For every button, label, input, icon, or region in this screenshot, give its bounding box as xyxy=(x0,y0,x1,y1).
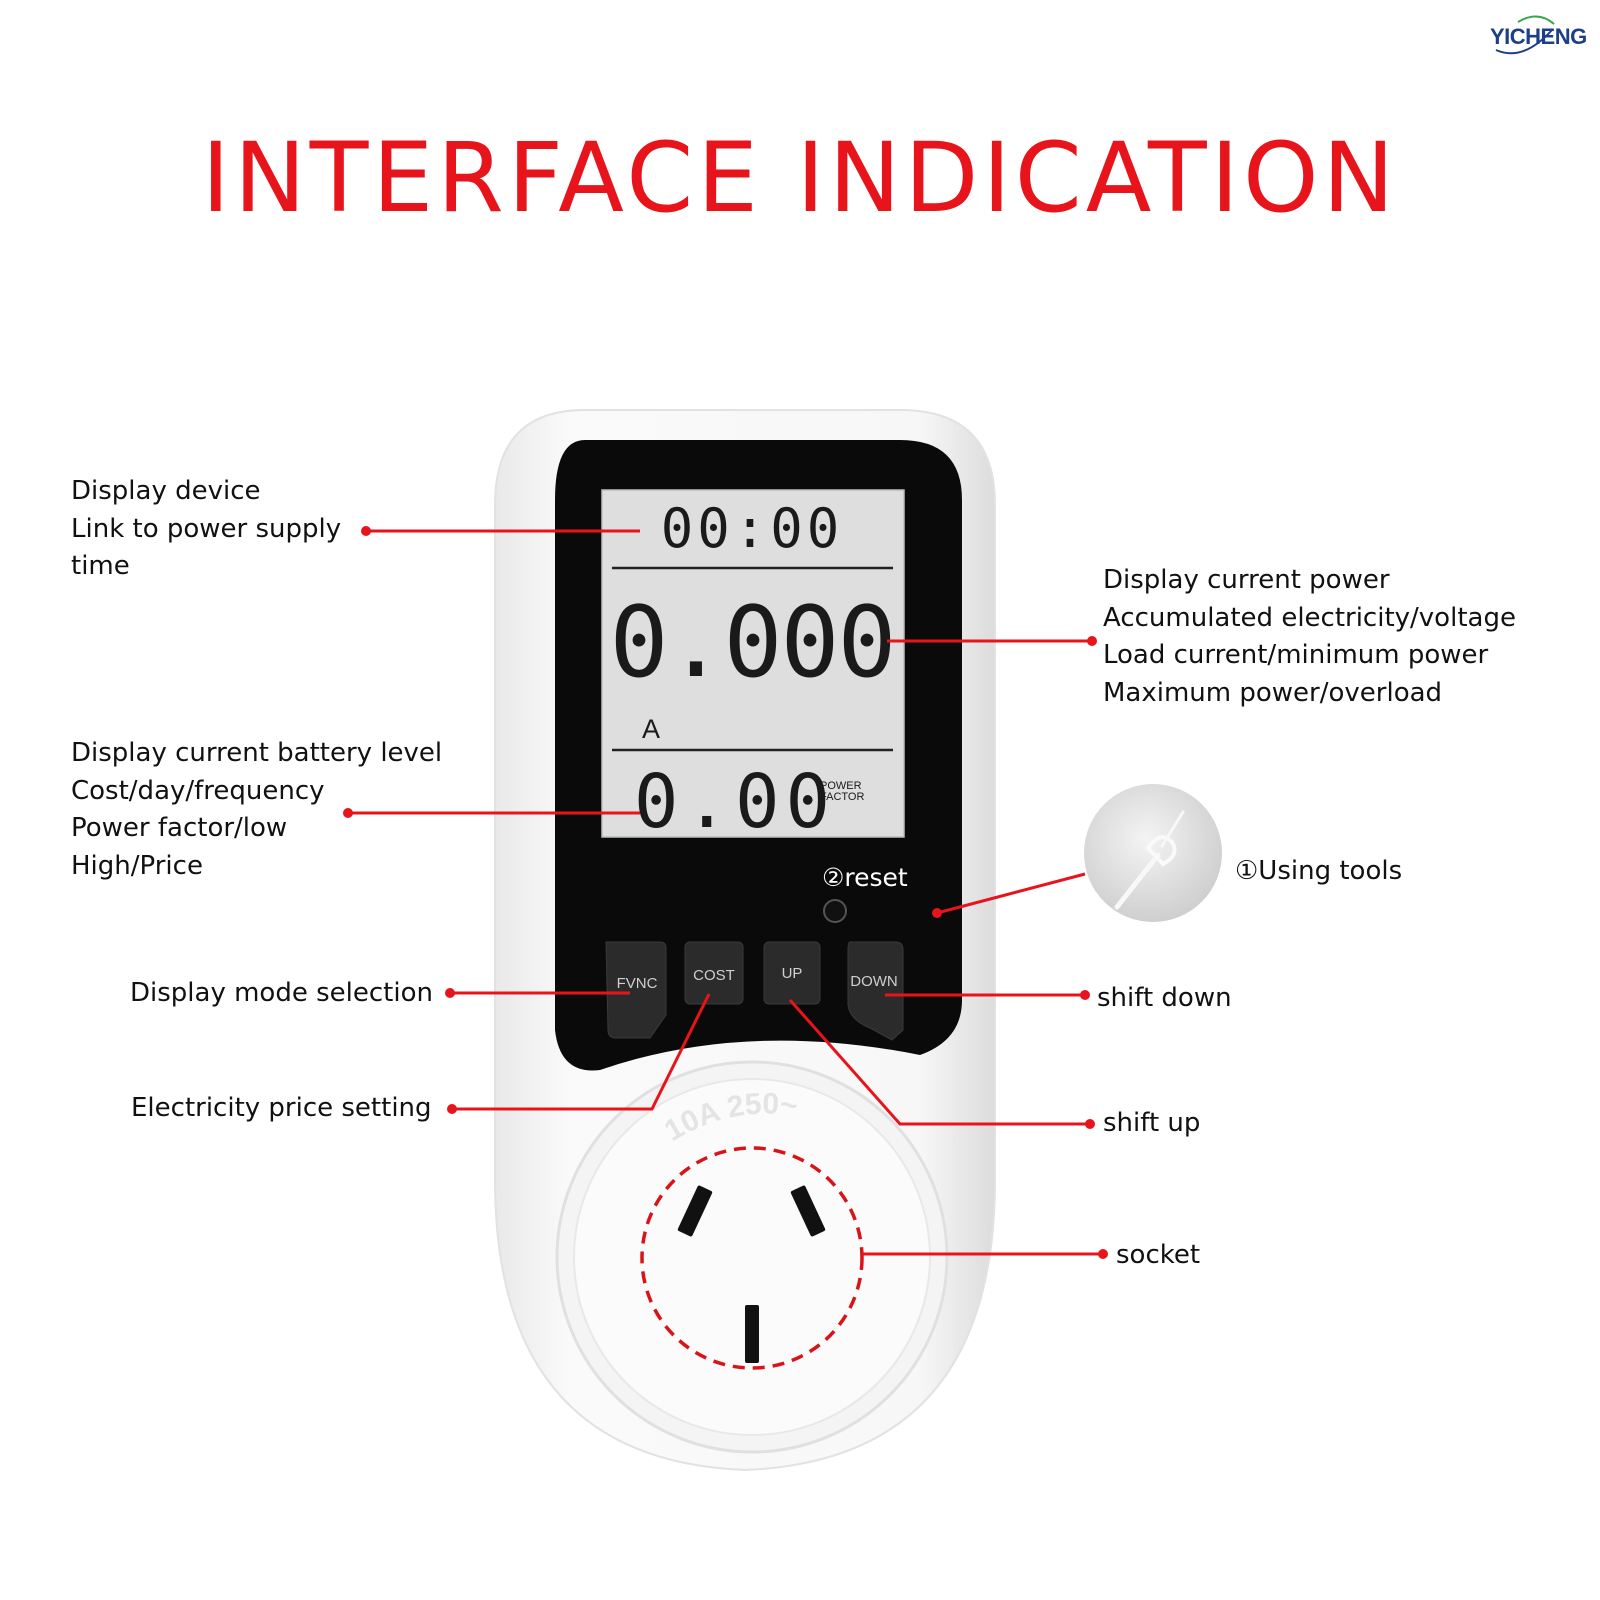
lcd-time: 00:00 xyxy=(661,497,844,560)
label-power-line-4: Maximum power/overload xyxy=(1103,677,1443,708)
label-power-block: Display current power Accumulated electr… xyxy=(1103,562,1516,712)
label-battery-line-4: High/Price xyxy=(71,850,203,881)
label-time-line-3: time xyxy=(71,551,130,581)
up-button[interactable]: UP xyxy=(763,941,821,1005)
lcd-lower-value: 0.00 xyxy=(634,759,836,845)
lcd-power-factor-line2: FACTOR xyxy=(820,791,864,803)
label-shift-down: shift down xyxy=(1097,983,1232,1013)
label-tools: ①Using tools xyxy=(1235,856,1403,886)
label-socket: socket xyxy=(1116,1240,1201,1270)
label-battery-block: Display current battery level Cost/day/f… xyxy=(71,735,442,885)
label-time-block: Display device Link to power supply time xyxy=(71,473,341,586)
label-time-line-2: Link to power supply xyxy=(71,513,342,544)
lcd-screen xyxy=(601,489,905,838)
reset-hole[interactable] xyxy=(823,899,847,923)
label-time-line-1: Display device xyxy=(71,476,261,506)
reset-label: ②reset xyxy=(822,863,908,892)
fvnc-button[interactable]: FVNC xyxy=(605,941,667,1039)
cost-button[interactable]: COST xyxy=(684,941,744,1005)
socket-slot-earth xyxy=(745,1305,759,1363)
lcd-unit: A xyxy=(642,714,660,744)
label-display-mode: Display mode selection xyxy=(130,978,433,1008)
fvnc-button-label: FVNC xyxy=(617,975,658,992)
up-button-label: UP xyxy=(782,965,803,982)
label-power-line-2: Accumulated electricity/voltage xyxy=(1103,602,1516,633)
label-battery-line-2: Cost/day/frequency xyxy=(71,775,325,806)
sim-pin-icon xyxy=(1114,810,1185,910)
label-shift-up: shift up xyxy=(1103,1108,1201,1138)
callout-dots xyxy=(343,526,1108,1259)
label-power-line-3: Load current/minimum power xyxy=(1103,640,1489,670)
label-power-line-1: Display current power xyxy=(1103,565,1390,595)
callout-lines xyxy=(348,529,1103,1256)
label-battery-line-1: Display current battery level xyxy=(71,738,443,768)
brand-logo: YICHENG xyxy=(1490,24,1587,49)
lcd-main-value: 0.000 xyxy=(609,586,894,700)
socket-slot-left xyxy=(677,1185,713,1237)
socket-slot-right xyxy=(790,1185,826,1237)
socket-face xyxy=(573,1078,931,1436)
cost-button-label: COST xyxy=(693,967,735,984)
socket-highlight-circle xyxy=(640,1146,864,1370)
label-price-setting: Electricity price setting xyxy=(131,1093,432,1123)
page-title: INTERFACE INDICATION xyxy=(201,122,1399,234)
down-button[interactable]: DOWN xyxy=(847,941,904,1041)
down-button-label: DOWN xyxy=(850,973,898,990)
label-battery-line-3: Power factor/low xyxy=(71,813,288,843)
lcd-power-factor-line1: POWER xyxy=(820,780,862,792)
brand-swoosh-icon xyxy=(1495,15,1555,55)
